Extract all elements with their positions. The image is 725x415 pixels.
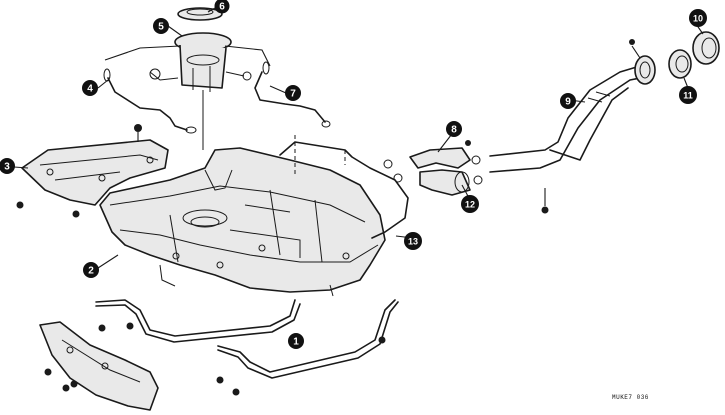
callout-6: 6 xyxy=(214,0,230,14)
lower-protector xyxy=(39,321,159,411)
filler-hose xyxy=(383,140,483,196)
figure-code: MUKE7 036 xyxy=(612,394,649,401)
svg-text:7: 7 xyxy=(290,89,296,100)
callout-7: 7 xyxy=(285,85,301,101)
vapor-line xyxy=(279,135,409,239)
callout-5: 5 xyxy=(153,18,169,34)
svg-text:13: 13 xyxy=(408,237,418,247)
filler-pipe xyxy=(489,39,656,214)
svg-text:3: 3 xyxy=(4,162,10,173)
callout-9: 9 xyxy=(560,93,576,109)
svg-text:12: 12 xyxy=(465,200,475,210)
lock-ring xyxy=(177,7,223,21)
svg-text:6: 6 xyxy=(219,2,225,13)
tank-band-front xyxy=(95,299,301,343)
callout-2: 2 xyxy=(83,262,99,278)
fuel-line-7 xyxy=(254,61,331,128)
callout-10: 10 xyxy=(689,9,707,27)
svg-text:1: 1 xyxy=(293,337,299,348)
filler-gasket xyxy=(668,49,692,79)
callout-8: 8 xyxy=(446,121,462,137)
callout-11: 11 xyxy=(679,86,697,104)
filler-cap xyxy=(692,31,720,65)
tank-band-rear xyxy=(216,299,399,396)
callout-4: 4 xyxy=(82,80,98,96)
svg-text:5: 5 xyxy=(158,22,164,33)
svg-text:2: 2 xyxy=(88,266,94,277)
fuel-tank xyxy=(99,147,386,297)
svg-text:10: 10 xyxy=(693,14,703,24)
callout-3: 3 xyxy=(0,158,15,174)
svg-text:8: 8 xyxy=(451,125,457,136)
svg-text:4: 4 xyxy=(87,84,93,95)
callout-12: 12 xyxy=(461,195,479,213)
heat-protector xyxy=(16,124,169,218)
fuel-pump-assembly xyxy=(149,32,252,150)
callout-13: 13 xyxy=(404,232,422,250)
svg-text:11: 11 xyxy=(683,91,693,101)
callout-1: 1 xyxy=(288,333,304,349)
svg-text:9: 9 xyxy=(565,97,571,108)
